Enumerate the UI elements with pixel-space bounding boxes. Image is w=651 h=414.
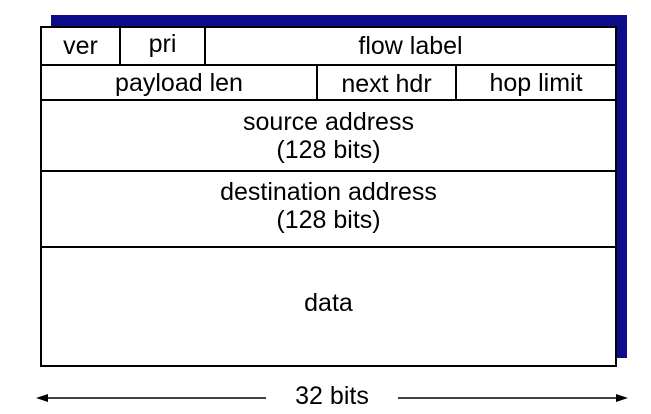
col-divider-ver-pri <box>119 28 121 64</box>
payload-len-label: payload len <box>115 68 243 97</box>
flow-label-label: flow label <box>358 32 463 60</box>
arrow-left-icon <box>36 394 48 402</box>
next-hdr-label: next hdr <box>341 69 432 98</box>
col-divider-payload-next <box>316 66 318 99</box>
pri-label: pri <box>148 30 177 58</box>
source-address-label: source address <box>243 107 414 136</box>
data-label: data <box>304 288 353 317</box>
row-divider-3 <box>42 170 615 172</box>
col-divider-pri-flow <box>204 28 206 64</box>
destination-address-field: destination address (128 bits) <box>42 172 615 246</box>
flow-label-field: flow label <box>206 28 615 64</box>
destination-address-bits: (128 bits) <box>276 206 381 234</box>
header-box: ver pri flow label payload len next hdr … <box>40 26 617 367</box>
width-label: 32 bits <box>266 382 398 410</box>
hop-limit-label: hop limit <box>489 68 583 97</box>
row-divider-1 <box>42 64 615 66</box>
row-divider-4 <box>42 246 615 248</box>
ver-label: ver <box>63 32 98 60</box>
data-field: data <box>42 248 615 365</box>
header-width-indicator: 32 bits <box>36 382 628 410</box>
col-divider-next-hop <box>455 66 457 99</box>
source-address-field: source address (128 bits) <box>42 101 615 170</box>
pri-field: pri <box>121 28 204 64</box>
row-divider-2 <box>42 99 615 101</box>
ver-field: ver <box>42 28 119 64</box>
destination-address-label: destination address <box>220 178 437 206</box>
next-hdr-field: next hdr <box>318 66 455 99</box>
source-address-bits: (128 bits) <box>276 135 381 164</box>
payload-len-field: payload len <box>42 66 316 99</box>
arrow-right-icon <box>616 394 628 402</box>
hop-limit-field: hop limit <box>457 66 615 99</box>
